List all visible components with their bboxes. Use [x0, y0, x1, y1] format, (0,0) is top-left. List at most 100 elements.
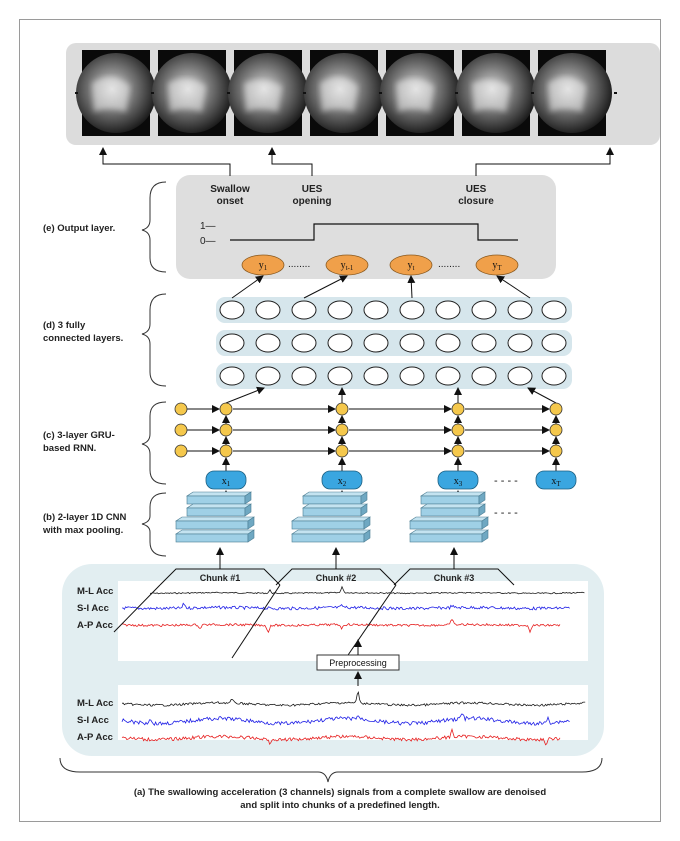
channel-label-ml-bottom: M-L Acc	[77, 698, 113, 709]
video-frame	[76, 50, 156, 136]
event-ues-opening-line1: UES	[302, 184, 323, 195]
gru-node	[549, 423, 563, 437]
fc-neuron	[255, 366, 281, 386]
gru-node	[219, 402, 233, 416]
output-ellipsis-2: ........	[438, 259, 460, 270]
input-ellipsis: - - - -	[494, 475, 518, 487]
svg-text:xT: xT	[551, 476, 561, 488]
fc-neuron	[435, 366, 461, 386]
raw-signal-area	[118, 685, 588, 740]
video-frame	[532, 50, 612, 136]
fc-neuron	[363, 366, 389, 386]
channel-label-si-bottom: S-I Acc	[77, 715, 109, 726]
video-frame	[228, 50, 308, 136]
signal-si-chunked	[122, 602, 570, 611]
event-swallow-onset-line2: onset	[217, 196, 244, 207]
svg-text:x2: x2	[338, 476, 347, 488]
svg-text:y1: y1	[259, 260, 268, 272]
signal-ap-raw	[121, 727, 561, 746]
gru-node	[549, 402, 563, 416]
fc-neuron	[471, 366, 497, 386]
gru-node	[549, 444, 563, 458]
svg-text:yt-1: yt-1	[341, 260, 354, 272]
stage-c-label-line2: based RNN.	[43, 443, 96, 454]
cnn-ellipsis: - - - -	[494, 507, 518, 519]
gru-initial-state	[174, 444, 188, 458]
fc-neuron	[255, 333, 281, 353]
output-node-t-1: yt-1	[325, 254, 369, 276]
fc-neuron	[507, 300, 533, 320]
output-node-T: yT	[475, 254, 519, 276]
fc-neuron	[255, 300, 281, 320]
caption-line1: (a) The swallowing acceleration (3 chann…	[134, 787, 547, 798]
fc-neuron	[291, 333, 317, 353]
fc-to-output-arrow	[231, 275, 264, 299]
fc-neuron	[363, 333, 389, 353]
fc-to-output-arrow	[407, 275, 416, 299]
stage-d-label-line1: (d) 3 fully	[43, 320, 86, 331]
fully-connected-layers	[216, 275, 572, 404]
input-node: x3	[437, 470, 479, 490]
fluoroscopy-frames	[75, 50, 617, 136]
output-layer-panel	[176, 175, 556, 279]
figure-frame	[19, 19, 661, 822]
fc-to-output-arrow	[303, 275, 348, 299]
gru-node	[219, 444, 233, 458]
tick-high: 1—	[200, 221, 216, 232]
signal-ap-chunked	[121, 619, 561, 634]
fc-neuron	[219, 333, 245, 353]
cnn-block	[291, 491, 371, 543]
gru-initial-state	[174, 423, 188, 437]
cnn-block	[175, 491, 255, 543]
chunk-to-cnn-arrows	[216, 547, 458, 569]
fc-neuron	[219, 300, 245, 320]
gru-to-fc-arrow	[527, 387, 557, 404]
signal-ml-chunked	[149, 585, 585, 595]
gru-node	[451, 423, 465, 437]
acceleration-signals	[121, 585, 586, 746]
fc-neuron	[327, 366, 353, 386]
cnn-blocks: - - - -	[175, 491, 518, 543]
fc-neuron	[399, 366, 425, 386]
chunk-label-2: Chunk #2	[316, 573, 357, 583]
event-swallow-onset-line1: Swallow	[210, 184, 250, 195]
signal-si-raw	[121, 713, 570, 726]
svg-text:yT: yT	[492, 260, 502, 272]
gru-node	[335, 402, 349, 416]
stage-b-label-line1: (b) 2-layer 1D CNN	[43, 512, 127, 523]
fc-neuron	[327, 333, 353, 353]
stage-braces	[59, 181, 603, 783]
event-ues-closure-line1: UES	[466, 184, 487, 195]
fc-neuron	[327, 300, 353, 320]
gru-layers: x1 x2 x3 xT - - - -	[174, 402, 577, 500]
svg-text:yt: yt	[408, 260, 415, 272]
gru-node	[335, 444, 349, 458]
fc-neuron	[363, 300, 389, 320]
fc-neuron	[507, 333, 533, 353]
fc-neuron	[541, 366, 567, 386]
fc-neuron	[219, 366, 245, 386]
signal-ml-raw	[121, 690, 586, 707]
stage-c-label-line1: (c) 3-layer GRU-	[43, 430, 115, 441]
gru-node	[219, 423, 233, 437]
stage-e-label: (e) Output layer.	[43, 223, 115, 234]
caption-line2: and split into chunks of a predefined le…	[240, 800, 440, 811]
fc-neuron	[399, 300, 425, 320]
tick-low: 0—	[200, 236, 216, 247]
video-frame	[304, 50, 384, 136]
video-frame	[456, 50, 536, 136]
svg-text:x3: x3	[454, 476, 463, 488]
gru-to-fc-arrow	[225, 386, 265, 404]
output-node-t: yt	[389, 254, 433, 276]
stage-b-label-line2: with max pooling.	[42, 525, 123, 536]
fc-neuron	[541, 333, 567, 353]
channel-label-si-top: S-I Acc	[77, 603, 109, 614]
preprocessing-label: Preprocessing	[329, 658, 387, 668]
input-node: x1	[205, 470, 247, 490]
input-node: x2	[321, 470, 363, 490]
output-node-1: y1	[241, 254, 285, 276]
event-ues-closure-line2: closure	[458, 196, 494, 207]
event-ues-opening-line2: opening	[293, 196, 332, 207]
svg-text:x1: x1	[222, 476, 231, 488]
